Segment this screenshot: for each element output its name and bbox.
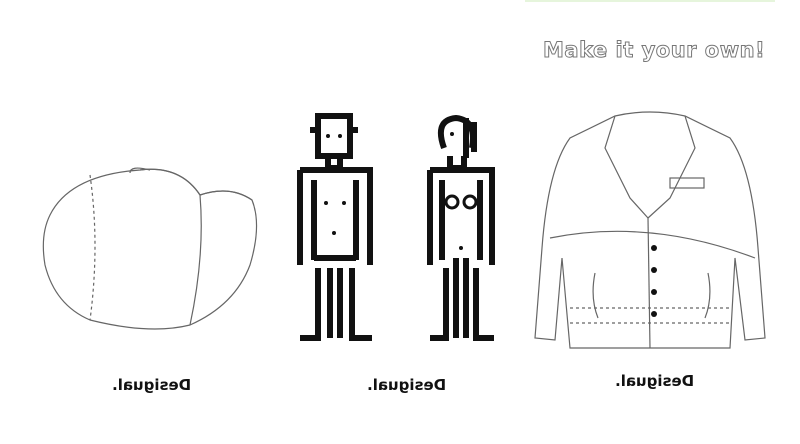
- headline: Make it your own!: [542, 38, 766, 63]
- brand-logo-mask: Desigual.: [112, 376, 192, 394]
- jacket-illustration: [534, 111, 766, 349]
- face-mask-illustration: [42, 167, 258, 330]
- man-figure-illustration: [297, 113, 373, 341]
- brand-logo-jacket: Desigual.: [615, 372, 695, 390]
- woman-figure-illustration: [427, 114, 495, 341]
- brand-logo-figures: Desigual.: [367, 376, 447, 394]
- top-accent-bar: [525, 0, 775, 2]
